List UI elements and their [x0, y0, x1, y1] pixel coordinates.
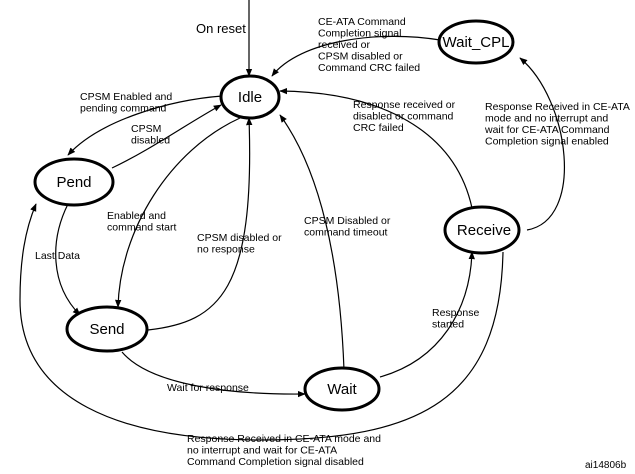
edge-send-to-idle: [147, 117, 253, 331]
label-line: CPSM disabled or: [318, 51, 403, 63]
state-wait: Wait: [303, 366, 381, 412]
figure-id: ai14806b: [585, 460, 627, 471]
label-line: no response: [197, 244, 255, 256]
label-line: Completion signal enabled: [485, 136, 609, 148]
label-line: command timeout: [304, 227, 388, 239]
label-line: disabled: [131, 135, 170, 147]
label-line: wait for CE-ATA Command: [484, 124, 610, 136]
label-line: CPSM: [131, 123, 161, 135]
label-line: Command CRC failed: [318, 62, 420, 74]
state-wait-cpl: Wait_CPL: [437, 19, 515, 65]
label-line: Response: [432, 307, 479, 319]
edge-receive-to-wait-cpl: [519, 57, 565, 231]
state-wait-cpl-label: Wait_CPL: [443, 34, 510, 51]
label-line: pending command: [80, 103, 167, 115]
state-idle: Idle: [219, 74, 281, 120]
edge-idle-to-send: [114, 117, 241, 308]
state-pend-label: Pend: [56, 174, 91, 191]
label-line: Completion signal: [318, 28, 401, 40]
label-line: CPSM Enabled and: [80, 91, 172, 103]
label-line: Response Received in CE-ATA: [485, 101, 630, 113]
state-idle-label: Idle: [238, 89, 262, 106]
state-receive: Receive: [443, 205, 521, 255]
edge-pend-to-send: [55, 203, 81, 316]
label-line: started: [432, 319, 464, 331]
edge-wait-to-receive: [379, 251, 475, 378]
label-line: Wait for response: [167, 382, 249, 394]
edge-receive-to-idle: [279, 87, 473, 209]
label-line: disabled or command: [353, 111, 454, 123]
label-pend-to-send: Last Data: [35, 250, 80, 262]
initial-transition-label: On reset: [196, 21, 246, 36]
state-send-label: Send: [89, 321, 124, 338]
label-line: CE-ATA Command: [318, 16, 406, 28]
label-line: CPSM disabled or: [197, 232, 282, 244]
edge-receive-to-pend: [19, 203, 504, 441]
label-line: Enabled and: [107, 210, 166, 222]
label-line: Last Data: [35, 250, 80, 262]
label-line: CPSM Disabled or: [304, 215, 391, 227]
label-line: Command Completion signal disabled: [187, 456, 364, 468]
state-wait-label: Wait: [327, 381, 357, 398]
edge-idle-to-pend: [67, 95, 223, 156]
state-send: Send: [65, 305, 149, 353]
label-send-to-wait: Wait for response: [167, 382, 249, 394]
label-line: Response received or: [353, 99, 456, 111]
label-line: Response Received in CE-ATA mode and: [187, 433, 381, 445]
label-line: no interrupt and wait for CE-ATA: [187, 445, 337, 457]
edge-send-to-wait: [121, 351, 306, 398]
edge-pend-to-idle: [111, 104, 222, 169]
label-line: command start: [107, 222, 177, 234]
edge-wait-cpl-to-idle: [271, 35, 441, 77]
state-pend: Pend: [33, 157, 115, 207]
edge-wait-to-idle: [279, 114, 345, 371]
label-line: received or: [318, 39, 370, 51]
label-line: mode and no interrupt and: [485, 113, 608, 125]
state-receive-label: Receive: [457, 222, 511, 239]
label-line: CRC failed: [353, 122, 404, 134]
